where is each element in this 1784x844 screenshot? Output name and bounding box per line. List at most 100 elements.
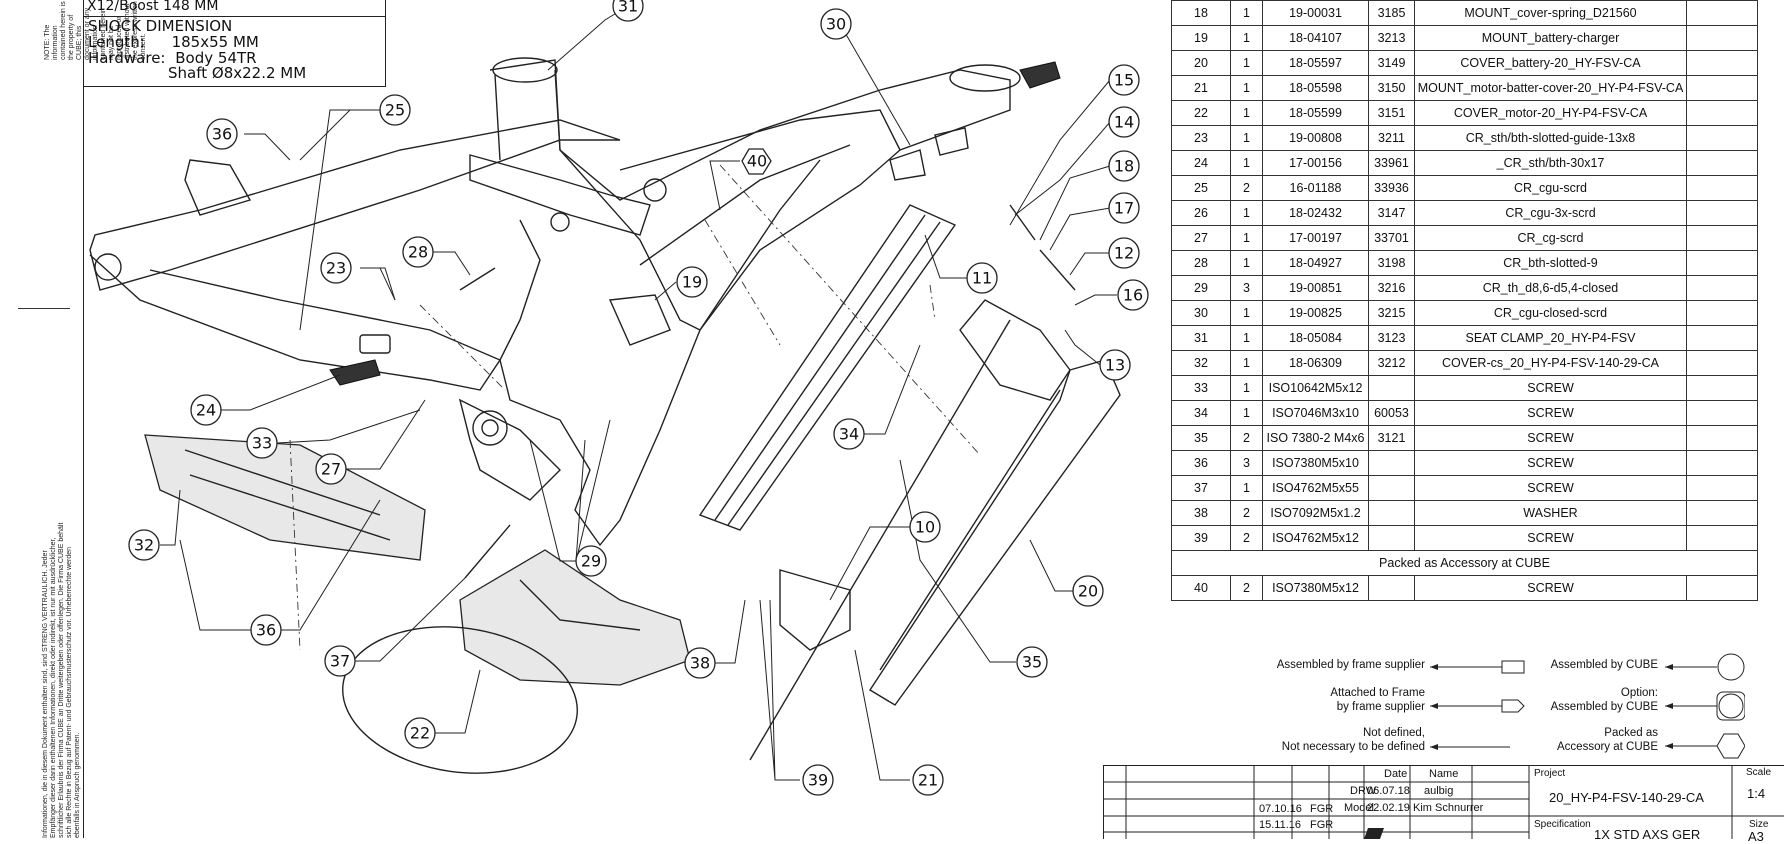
item-no-cell: 36 xyxy=(1171,450,1231,476)
note-cell xyxy=(1686,500,1758,526)
cube-no-cell xyxy=(1368,475,1415,501)
svg-text:34: 34 xyxy=(839,425,859,444)
callout-40-hexagon: 40 xyxy=(741,148,772,175)
legend-option-label: Option: Assembled by CUBE xyxy=(1550,687,1658,713)
description-cell: COVER-cs_20_HY-P4-FSV-140-29-CA xyxy=(1414,350,1687,376)
top-cable-plug xyxy=(1019,61,1061,89)
part-no-cell: 17-00197 xyxy=(1262,225,1369,251)
shock-hardware-value: Body 54TR xyxy=(175,49,257,67)
part-no-cell: ISO10642M5x12 xyxy=(1262,375,1369,401)
bolt-12 xyxy=(1039,249,1076,291)
item-no-cell: 24 xyxy=(1171,150,1231,176)
seattube-line xyxy=(699,159,821,331)
callout-12: 12 xyxy=(1108,237,1140,269)
description-cell: SCREW xyxy=(1414,375,1687,401)
centerline-b xyxy=(704,219,781,346)
callout-17: 17 xyxy=(1108,192,1140,224)
description-cell: WASHER xyxy=(1414,500,1687,526)
battery-rail-inner-2 xyxy=(727,221,941,526)
callout-34: 34 xyxy=(833,418,865,450)
part-no-cell: ISO 7380-2 M4x6 xyxy=(1262,425,1369,451)
description-cell: CR_cgu-scrd xyxy=(1414,175,1687,201)
note-cell xyxy=(1686,150,1758,176)
qty-cell: 1 xyxy=(1230,100,1263,126)
note-cell xyxy=(1686,0,1758,26)
frame-parts xyxy=(89,57,1121,774)
description-cell: CR_th_d8,6-d5,4-closed xyxy=(1414,275,1687,301)
tb-model-name: Kim Schnurrer xyxy=(1413,802,1484,814)
callout-10: 10 xyxy=(909,511,941,543)
seat-tube-body xyxy=(494,69,561,161)
qty-cell: 1 xyxy=(1230,0,1263,26)
main-pivot-inner xyxy=(481,419,499,437)
item-no-cell: 19 xyxy=(1171,25,1231,51)
motor-mount-21 xyxy=(779,569,851,651)
item-no-cell: 26 xyxy=(1171,200,1231,226)
shock-box-title: SHOCK DIMENSION xyxy=(88,17,233,35)
bottom-bracket-area xyxy=(458,398,561,501)
svg-text:27: 27 xyxy=(321,460,341,479)
qty-cell: 1 xyxy=(1230,475,1263,501)
note-cell xyxy=(1686,450,1758,476)
note-cell xyxy=(1686,375,1758,401)
description-cell: MOUNT_cover-spring_D21560 xyxy=(1414,0,1687,26)
description-cell: _CR_sth/bth-30x17 xyxy=(1414,150,1687,176)
callout-28: 28 xyxy=(402,236,434,268)
svg-text:12: 12 xyxy=(1114,244,1134,263)
cube-no-cell xyxy=(1368,450,1415,476)
note-cell xyxy=(1686,125,1758,151)
qty-cell: 1 xyxy=(1230,250,1263,276)
callout-13: 13 xyxy=(1099,349,1131,381)
bolt-37 xyxy=(464,524,511,579)
callout-18: 18 xyxy=(1108,150,1140,182)
svg-text:16: 16 xyxy=(1123,286,1143,305)
battery-rail-11 xyxy=(698,204,957,531)
cube-no-cell: 3212 xyxy=(1368,350,1415,376)
callout-24: 24 xyxy=(190,394,222,426)
legend-packed-label: Packed as Accessory at CUBE xyxy=(1557,727,1658,753)
qty-cell: 1 xyxy=(1230,25,1263,51)
toptube-lower-edge xyxy=(639,144,851,266)
qty-cell: 2 xyxy=(1230,525,1263,551)
callout-36-bottom: 36 xyxy=(250,614,282,646)
tb-scale: 1:4 xyxy=(1747,786,1766,801)
callout-29: 29 xyxy=(575,545,607,577)
cube-no-cell: 3211 xyxy=(1368,125,1415,151)
centerline-c xyxy=(419,304,506,391)
qty-cell: 1 xyxy=(1230,75,1263,101)
tb-scale-label: Scale xyxy=(1746,767,1772,778)
note-cell xyxy=(1686,300,1758,326)
legend-packed-symbol xyxy=(1665,733,1745,759)
qty-cell: 1 xyxy=(1230,50,1263,76)
item-no-cell: 22 xyxy=(1171,100,1231,126)
callout-21: 21 xyxy=(912,764,944,796)
centerline-d xyxy=(289,439,301,651)
cube-no-cell: 3147 xyxy=(1368,200,1415,226)
shock-length-label: Length: xyxy=(88,33,145,51)
title-block-grid xyxy=(1104,766,1784,839)
callout-27: 27 xyxy=(315,453,347,485)
description-cell: COVER_battery-20_HY-FSV-CA xyxy=(1414,50,1687,76)
tb-project: 20_HY-P4-FSV-140-29-CA xyxy=(1549,790,1704,805)
item-no-cell: 29 xyxy=(1171,275,1231,301)
note-cell xyxy=(1686,475,1758,501)
qty-cell: 1 xyxy=(1230,375,1263,401)
cable-port-slot xyxy=(359,334,391,354)
qty-cell: 1 xyxy=(1230,325,1263,351)
tb-rev1-by: FGR xyxy=(1310,803,1334,815)
legend-attached-label: Attached to Frame by frame supplier xyxy=(1330,687,1425,713)
svg-text:10: 10 xyxy=(915,518,935,537)
description-cell: MOUNT_battery-charger xyxy=(1414,25,1687,51)
svg-text:24: 24 xyxy=(196,401,216,420)
svg-text:36: 36 xyxy=(256,621,276,640)
qty-cell: 2 xyxy=(1230,425,1263,451)
battery-rail-inner xyxy=(714,214,926,521)
tb-spec: 1X STD AXS GER xyxy=(1594,827,1701,842)
note-cell xyxy=(1686,75,1758,101)
part-no-cell: 19-00825 xyxy=(1262,300,1369,326)
